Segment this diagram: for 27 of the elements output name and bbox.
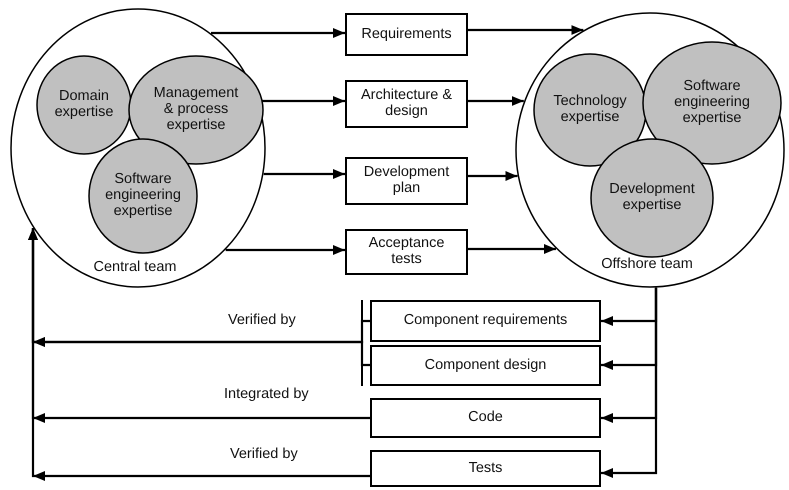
node-label: Development expertise	[608, 182, 696, 214]
node-label: Component requirements	[404, 313, 568, 329]
node-label: Development plan	[362, 165, 450, 197]
edge-label: Verified by	[226, 312, 298, 328]
node-label: Architecture & design	[360, 88, 452, 120]
node-label: Management & process expertise	[152, 86, 240, 134]
node-label: Technology expertise	[552, 94, 628, 126]
node-label: Component design	[424, 358, 546, 374]
process-box	[345, 13, 468, 56]
process-box	[370, 398, 601, 438]
node-label: Acceptance tests	[368, 236, 446, 268]
process-box	[345, 157, 468, 205]
node-label: Tests	[468, 460, 502, 476]
node-label: Software engineering expertise	[104, 172, 182, 220]
edge-label: Integrated by	[222, 386, 311, 402]
process-box	[370, 345, 601, 386]
process-box	[345, 229, 468, 275]
process-box	[345, 80, 468, 128]
process-box	[370, 300, 601, 342]
team-label: Central team	[92, 260, 178, 276]
node-label: Code	[468, 410, 503, 426]
team-label: Offshore team	[600, 257, 694, 273]
node-label: Software engineering expertise	[673, 79, 751, 127]
process-box	[370, 450, 601, 487]
node-label: Requirements	[361, 26, 452, 42]
node-label: Domain expertise	[54, 89, 114, 121]
edge-label: Verified by	[228, 446, 300, 462]
